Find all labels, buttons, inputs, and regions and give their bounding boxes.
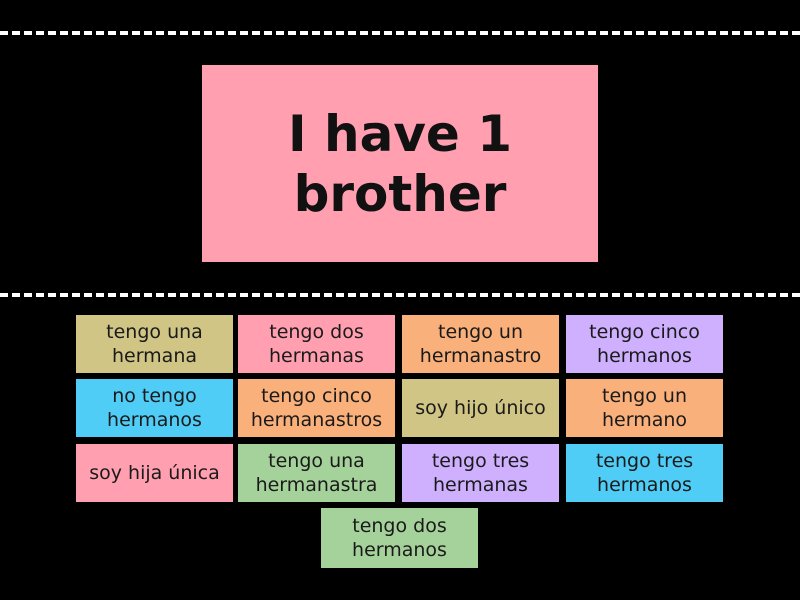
answer-tile[interactable]: tengo una hermanastra	[238, 444, 395, 502]
bottom-dashed-divider	[0, 293, 800, 297]
answer-tile[interactable]: tengo cinco hermanos	[566, 315, 723, 373]
prompt-text: I have 1 brother	[287, 104, 513, 223]
answer-tile[interactable]: soy hija única	[76, 444, 233, 502]
answer-tile[interactable]: tengo una hermana	[76, 315, 233, 373]
answer-tile[interactable]: tengo tres hermanas	[402, 444, 559, 502]
answer-tile[interactable]: tengo un hermano	[566, 379, 723, 437]
answer-tile[interactable]: tengo dos hermanas	[238, 315, 395, 373]
top-dashed-divider	[0, 31, 800, 35]
answer-tile[interactable]: tengo dos hermanos	[321, 508, 478, 568]
answer-tile[interactable]: tengo tres hermanos	[566, 444, 723, 502]
answer-tile[interactable]: tengo un hermanastro	[402, 315, 559, 373]
answer-tile[interactable]: tengo cinco hermanastros	[238, 379, 395, 437]
answer-tile[interactable]: soy hijo único	[402, 379, 559, 437]
answer-tile[interactable]: no tengo hermanos	[76, 379, 233, 437]
prompt-card: I have 1 brother	[202, 65, 598, 262]
